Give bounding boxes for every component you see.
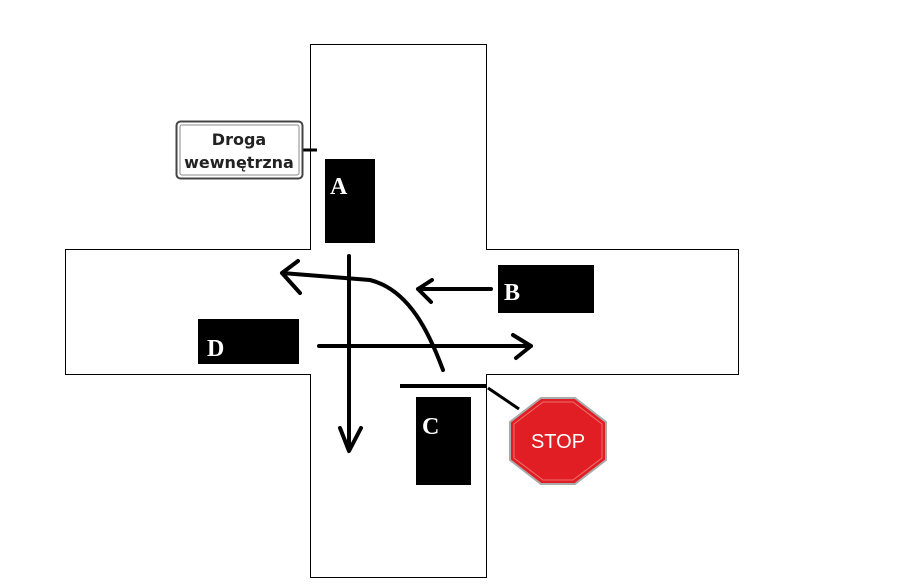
stop-sign-octagon: [509, 397, 607, 485]
vehicle-b-body: [498, 265, 594, 313]
sign-panel: [175, 120, 304, 180]
vehicle-d-label: D: [207, 336, 224, 362]
vehicle-c: C: [416, 397, 471, 485]
vehicle-b-label: B: [504, 280, 520, 306]
sign-line-2: wewnętrzna: [184, 153, 294, 172]
road-outline: [65, 44, 739, 578]
internal-road-sign: Droga wewnętrzna: [175, 120, 317, 180]
vehicle-a-label: A: [330, 174, 348, 200]
vehicle-d-body: [198, 319, 299, 364]
vehicle-a-body: [325, 159, 375, 243]
path-a-straight-arrow: [338, 254, 363, 453]
vehicle-d: D: [198, 319, 299, 364]
sign-line-1: Droga: [212, 130, 266, 149]
stop-sign: STOP: [487, 386, 607, 485]
vehicle-a: A: [325, 159, 375, 243]
sign-inner-border: [179, 124, 300, 176]
stop-sign-connector-line: [487, 386, 520, 411]
path-c-left-turn-arrow: [280, 259, 445, 372]
path-b-straight-arrow: [416, 278, 493, 304]
vehicle-c-label: C: [422, 414, 439, 440]
vehicle-b: B: [498, 265, 594, 313]
path-d-straight-arrow: [317, 333, 533, 360]
stop-sign-text: STOP: [531, 431, 585, 453]
vehicle-c-body: [416, 397, 471, 485]
stop-sign-inner-border: [513, 401, 603, 481]
